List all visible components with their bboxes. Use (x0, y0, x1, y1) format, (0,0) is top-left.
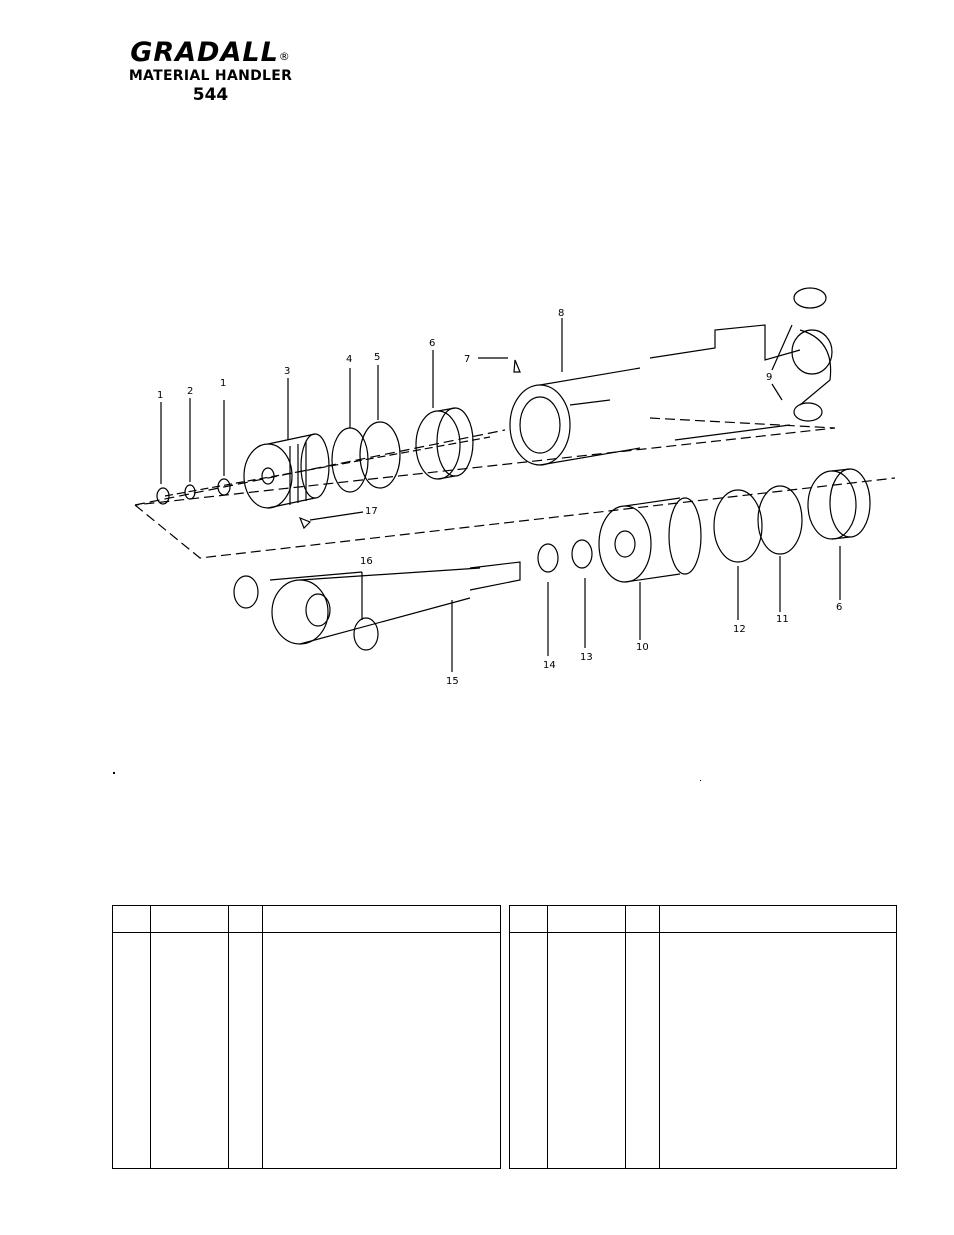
callout-12: 12 (733, 624, 746, 635)
callout-14: 14 (543, 660, 556, 671)
document-header: GRADALL® MATERIAL HANDLER 544 (108, 38, 313, 106)
table-header-divider (510, 932, 896, 933)
table-column-divider (262, 906, 263, 1168)
table-header-divider (113, 932, 500, 933)
registered-mark: ® (278, 50, 291, 63)
model-number: 544 (192, 85, 229, 105)
callout-1b: 1 (220, 378, 226, 389)
callout-4: 4 (346, 354, 352, 365)
parts-table-right (509, 905, 897, 1169)
speck-mark (700, 780, 701, 781)
table-column-divider (659, 906, 660, 1168)
callout-10: 10 (636, 642, 649, 653)
speck-mark (113, 772, 115, 774)
callout-7: 7 (464, 354, 470, 365)
callout-6a: 6 (429, 338, 435, 349)
brand-name: GRADALL (130, 37, 279, 68)
exploded-view-drawing: 1 2 1 3 4 5 6 7 8 9 17 16 15 14 13 10 12… (134, 287, 896, 687)
callout-5: 5 (374, 352, 380, 363)
table-column-divider (547, 906, 548, 1168)
callout-8: 8 (558, 308, 564, 319)
callout-3: 3 (284, 366, 290, 377)
callout-15: 15 (446, 676, 459, 687)
brand-logo: GRADALL® (108, 38, 313, 68)
table-column-divider (625, 906, 626, 1168)
product-subtitle: MATERIAL HANDLER (128, 68, 293, 84)
table-column-divider (150, 906, 151, 1168)
table-column-divider (228, 906, 229, 1168)
callout-11: 11 (776, 614, 789, 625)
parts-table-left (112, 905, 501, 1169)
callout-16: 16 (360, 556, 373, 567)
callout-17: 17 (365, 506, 378, 517)
callout-9: 9 (766, 372, 772, 383)
callout-2: 2 (187, 386, 193, 397)
callout-13: 13 (580, 652, 593, 663)
callout-1a: 1 (157, 390, 163, 401)
callout-6b: 6 (836, 602, 842, 613)
